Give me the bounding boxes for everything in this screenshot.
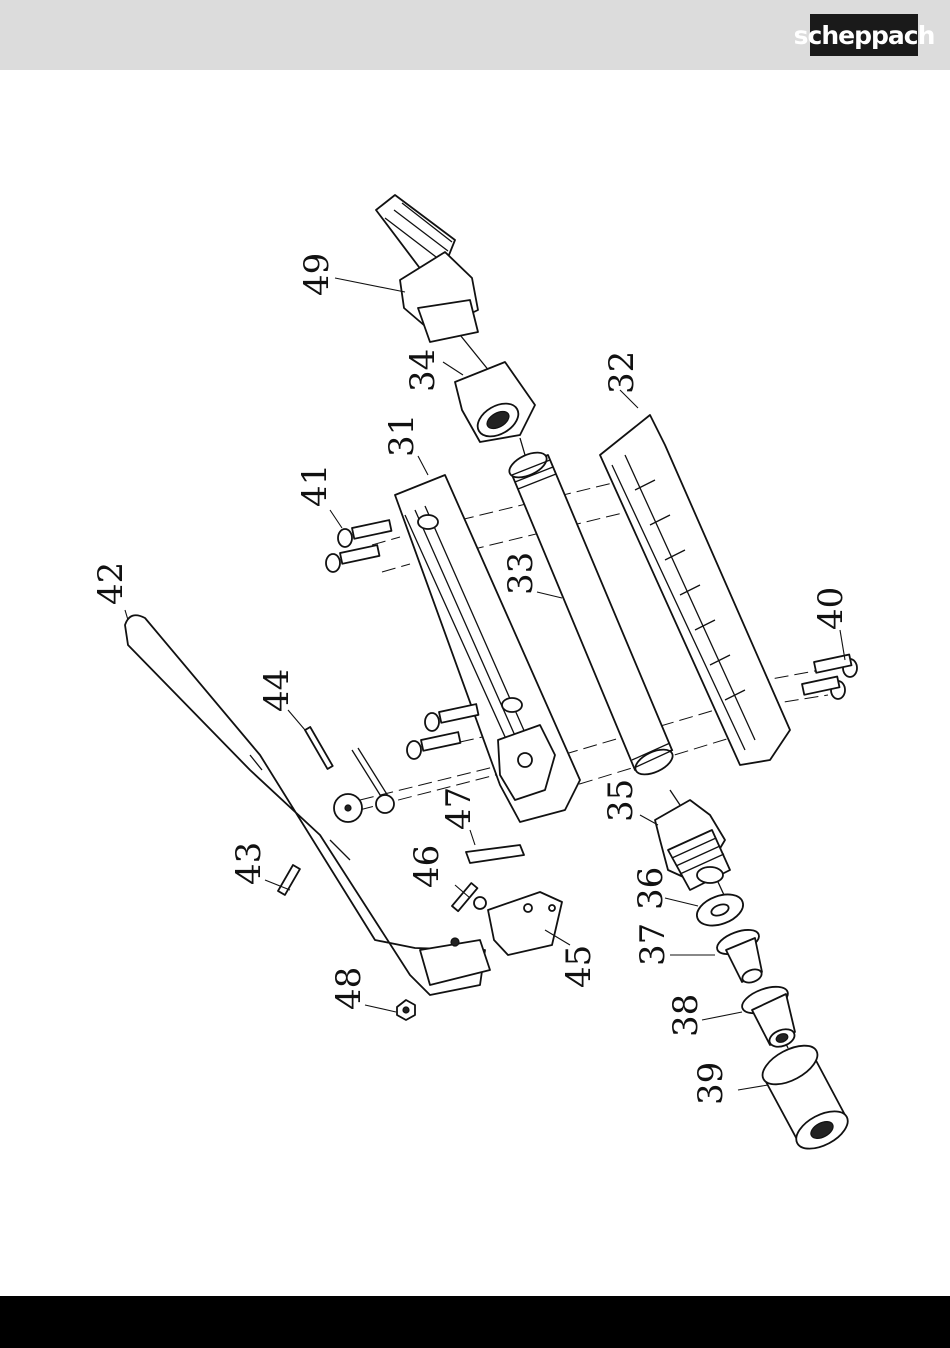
part-39-nozzle-cap (756, 1038, 853, 1157)
callout-37: 37 (633, 923, 673, 966)
part-49-hose-connector (376, 195, 478, 342)
callout-43: 43 (229, 842, 269, 885)
part-36-washer (693, 889, 748, 932)
part-47-pad (466, 845, 524, 863)
part-37-nozzle-insert (714, 925, 764, 985)
callout-34: 34 (403, 349, 443, 392)
exploded-parts-diagram: 49 34 31 32 41 33 42 40 44 47 35 43 46 3… (0, 70, 950, 1296)
callout-47: 47 (439, 787, 479, 830)
callout-33: 33 (501, 552, 541, 595)
callout-41: 41 (295, 464, 335, 507)
callout-45: 45 (559, 945, 599, 988)
brand-logo: scheppach (810, 14, 918, 56)
part-41-screws (326, 520, 391, 572)
callout-35: 35 (601, 779, 641, 822)
header-band: scheppach (0, 0, 950, 70)
part-42-trigger-lever (125, 615, 490, 995)
callout-46: 46 (407, 845, 447, 888)
part-43-pin (278, 865, 300, 895)
callout-48: 48 (329, 967, 369, 1010)
callout-39: 39 (691, 1062, 731, 1105)
part-34-hex-nut (455, 362, 535, 443)
part-48-nut (397, 1000, 415, 1020)
callout-31: 31 (382, 414, 422, 457)
callout-40: 40 (811, 587, 851, 630)
callout-44: 44 (257, 669, 297, 712)
callout-49: 49 (297, 253, 337, 296)
part-45-block (488, 892, 562, 955)
part-38-nozzle-insert (739, 981, 797, 1050)
callout-36: 36 (631, 867, 671, 910)
callout-38: 38 (666, 994, 706, 1037)
footer-band (0, 1296, 950, 1348)
callout-32: 32 (602, 351, 642, 394)
part-40-screws (802, 655, 857, 699)
housing-screws-lower (407, 704, 478, 759)
callout-42: 42 (91, 562, 131, 605)
